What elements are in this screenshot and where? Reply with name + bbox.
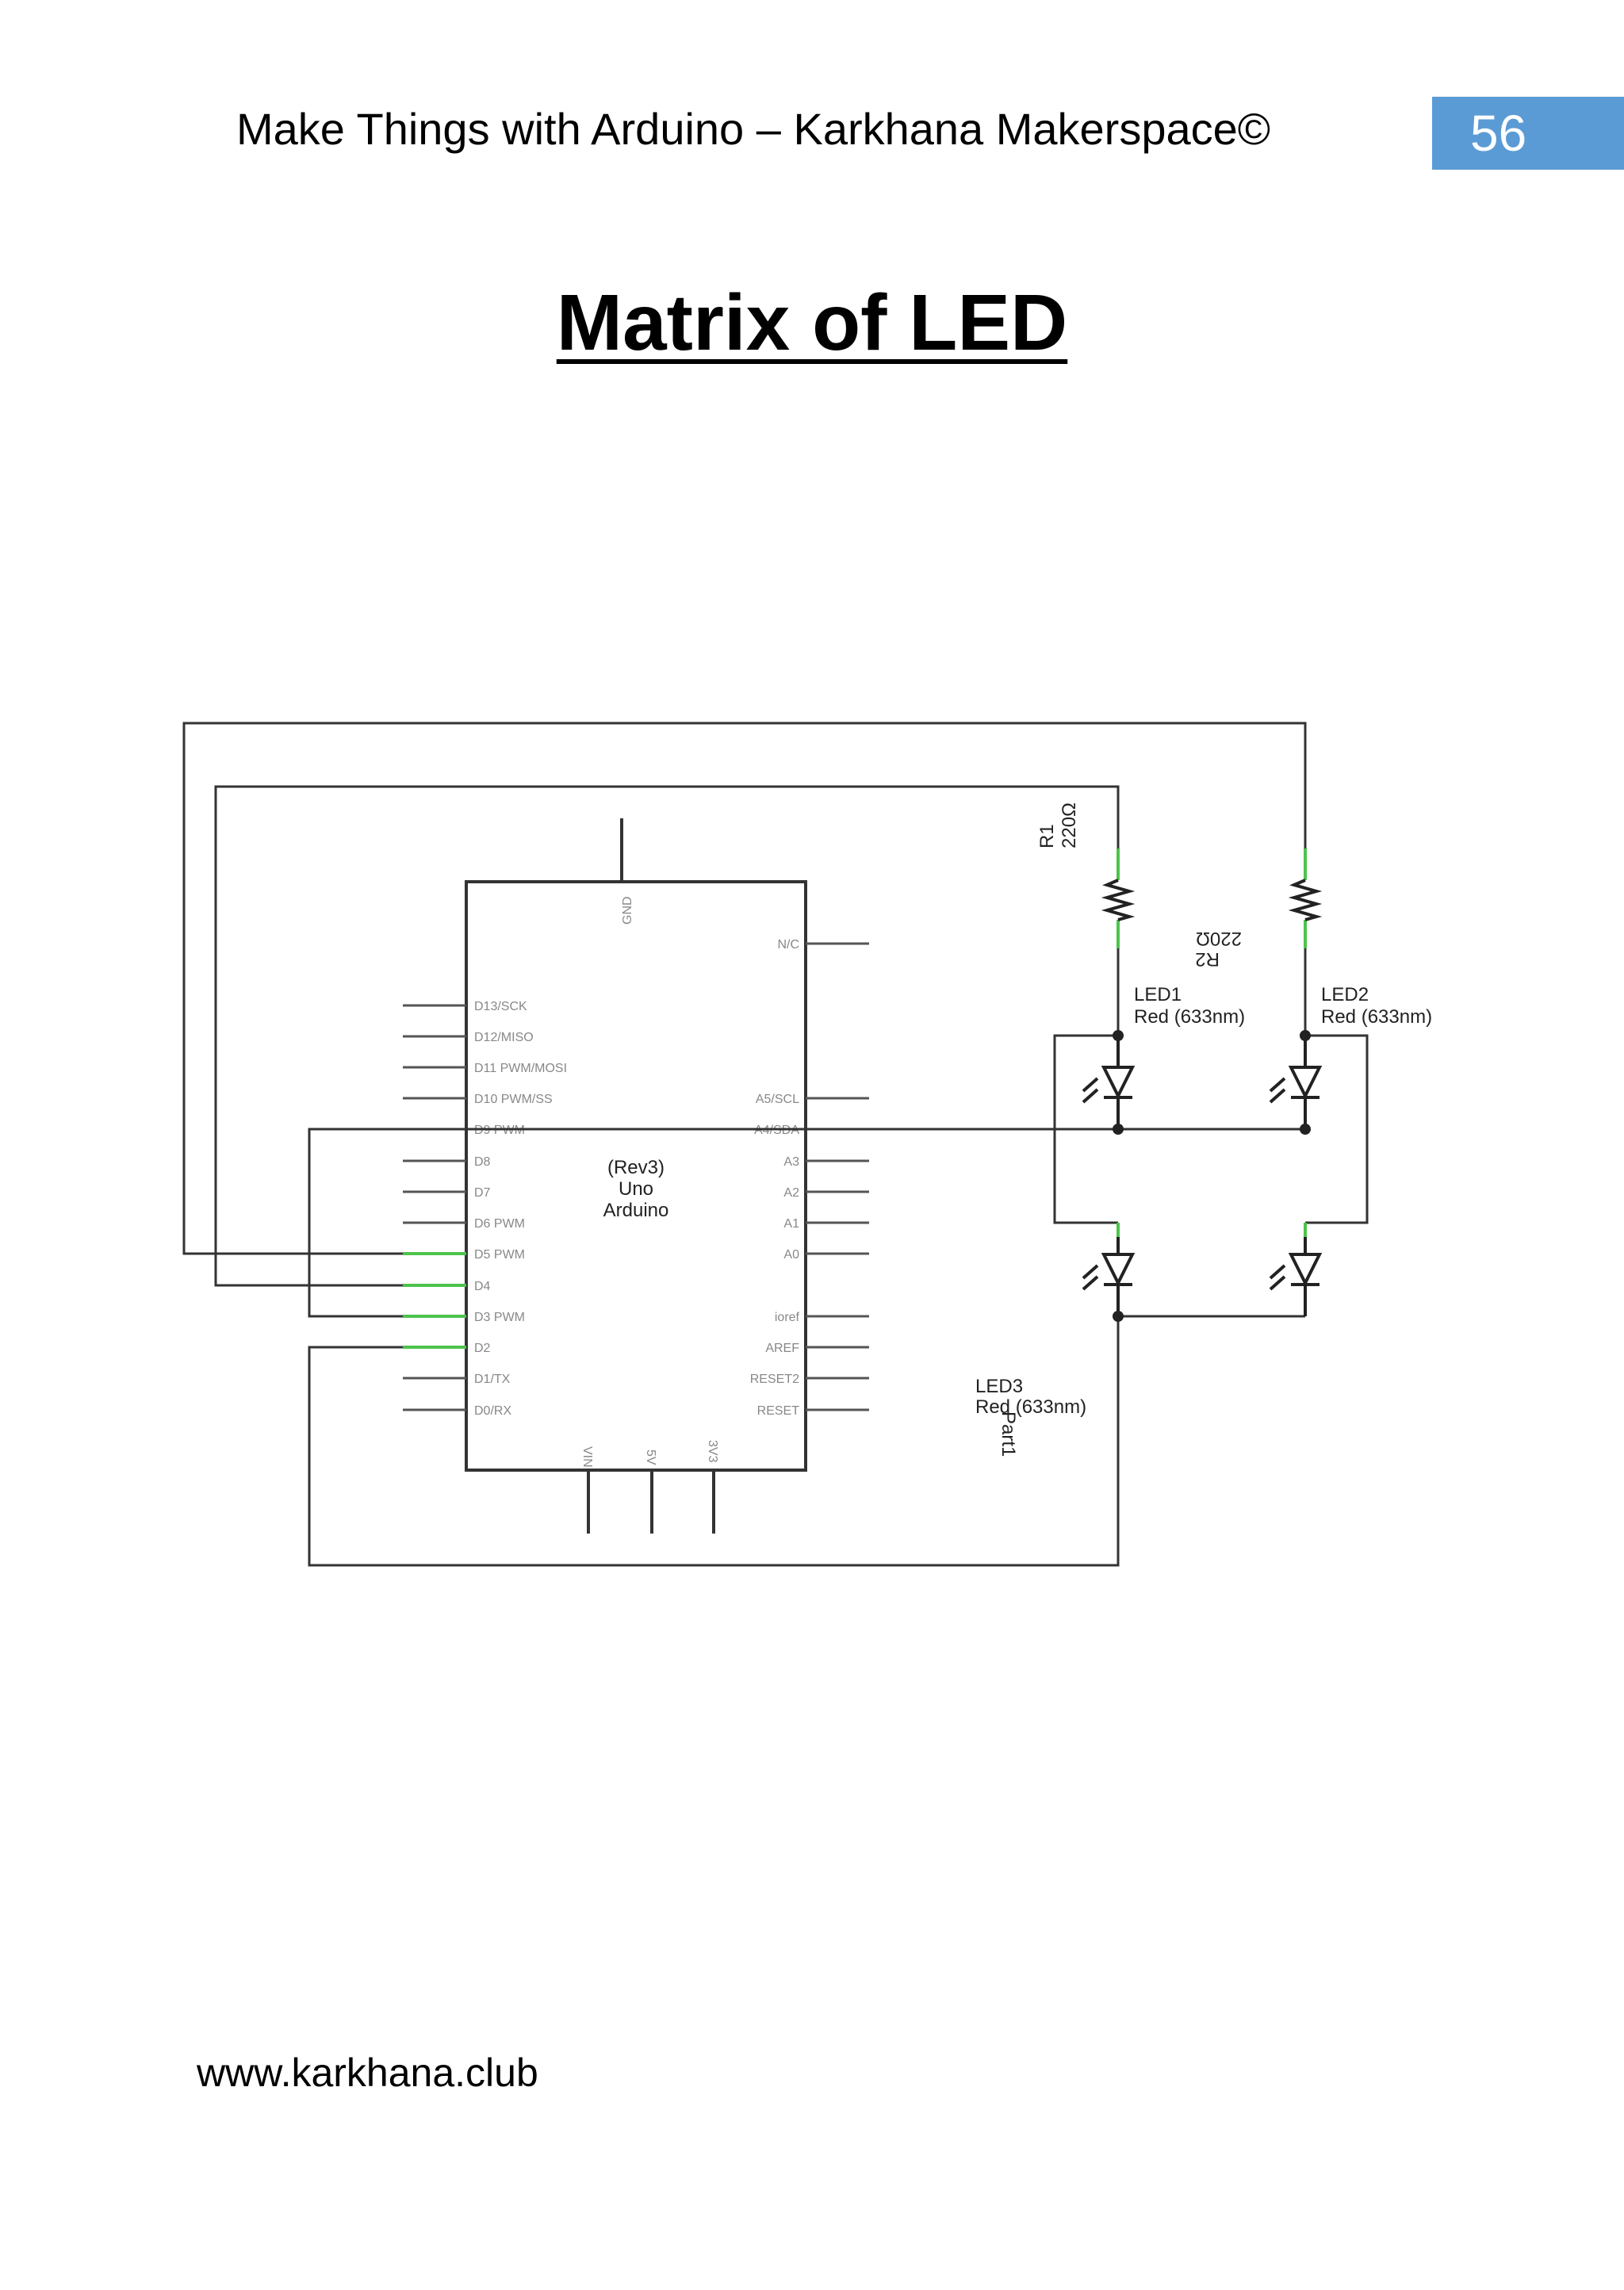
- led1-spec: Red (633nm): [1134, 1006, 1245, 1028]
- led2-name: LED2: [1321, 984, 1369, 1005]
- wire-d5: [182, 722, 1307, 1255]
- pin-label-ioref: ioref: [775, 1311, 800, 1324]
- wire-d2: [308, 1316, 1120, 1567]
- pin-label-d0: D0/RX: [474, 1404, 511, 1418]
- pin-label-d13: D13/SCK: [474, 1000, 527, 1013]
- led2-spec: Red (633nm): [1321, 1006, 1432, 1028]
- led-icon: [1269, 1036, 1323, 1129]
- page-number: 56: [1432, 97, 1624, 170]
- pin-label-gnd: GND: [621, 896, 634, 925]
- led-icon: [1082, 1237, 1136, 1316]
- board-label-rev: (Rev3): [607, 1157, 665, 1178]
- pin-label-vin: VIN: [580, 1446, 594, 1468]
- pin-label-d3: D3 PWM: [474, 1311, 525, 1324]
- board-label-model: Uno: [619, 1178, 653, 1200]
- resistor-r2: [1288, 879, 1323, 921]
- pin-label-5v: 5V: [644, 1449, 657, 1465]
- pin-label-aref: AREF: [765, 1342, 799, 1355]
- pin-label-a5: A5/SCL: [756, 1093, 799, 1106]
- led-icon: [1269, 1237, 1323, 1316]
- wire-d4: [214, 785, 1120, 1287]
- running-header: Make Things with Arduino – Karkhana Make…: [236, 104, 1271, 154]
- r1-value: 220Ω: [1059, 802, 1080, 848]
- board-label-name: Arduino: [603, 1200, 669, 1221]
- pin-label-d2: D2: [474, 1342, 491, 1355]
- wire-d3: [308, 1128, 1305, 1318]
- pin-label-a1: A1: [783, 1217, 799, 1231]
- pin-label-3v3: 3V3: [706, 1440, 719, 1463]
- pin-label-a0: A0: [783, 1248, 799, 1262]
- pin-label-d12: D12/MISO: [474, 1031, 534, 1044]
- pin-label-d4: D4: [474, 1280, 491, 1293]
- led1-name: LED1: [1134, 984, 1182, 1005]
- led3-part: Part1: [998, 1411, 1019, 1457]
- footer-website: www.karkhana.club: [197, 2051, 538, 2095]
- pin-label-d11: D11 PWM/MOSI: [474, 1062, 567, 1075]
- pin-label-d8: D8: [474, 1155, 491, 1169]
- pin-label-d5: D5 PWM: [474, 1248, 525, 1262]
- pin-label-a2: A2: [783, 1186, 799, 1200]
- resistor-r1: [1101, 879, 1136, 921]
- led-icon: [1082, 1036, 1136, 1129]
- pin-label-d6: D6 PWM: [474, 1217, 525, 1231]
- led3-name: LED3: [975, 1376, 1023, 1397]
- led3-spec: Red (633nm): [975, 1396, 1086, 1418]
- pin-label-d1: D1/TX: [474, 1373, 511, 1386]
- pin-label-d7: D7: [474, 1186, 491, 1200]
- pin-label-d10: D10 PWM/SS: [474, 1093, 553, 1106]
- pin-label-reset: RESET: [757, 1404, 800, 1418]
- pin-label-nc: N/C: [777, 938, 799, 952]
- r2-name: R2: [1195, 948, 1220, 970]
- r1-name: R1: [1036, 824, 1058, 848]
- page-title: Matrix of LED: [556, 278, 1068, 367]
- pin-label-a3: A3: [783, 1155, 799, 1169]
- arduino-board: [465, 880, 807, 1472]
- r2-value: 220Ω: [1196, 928, 1242, 949]
- pin-label-reset2: RESET2: [750, 1373, 799, 1386]
